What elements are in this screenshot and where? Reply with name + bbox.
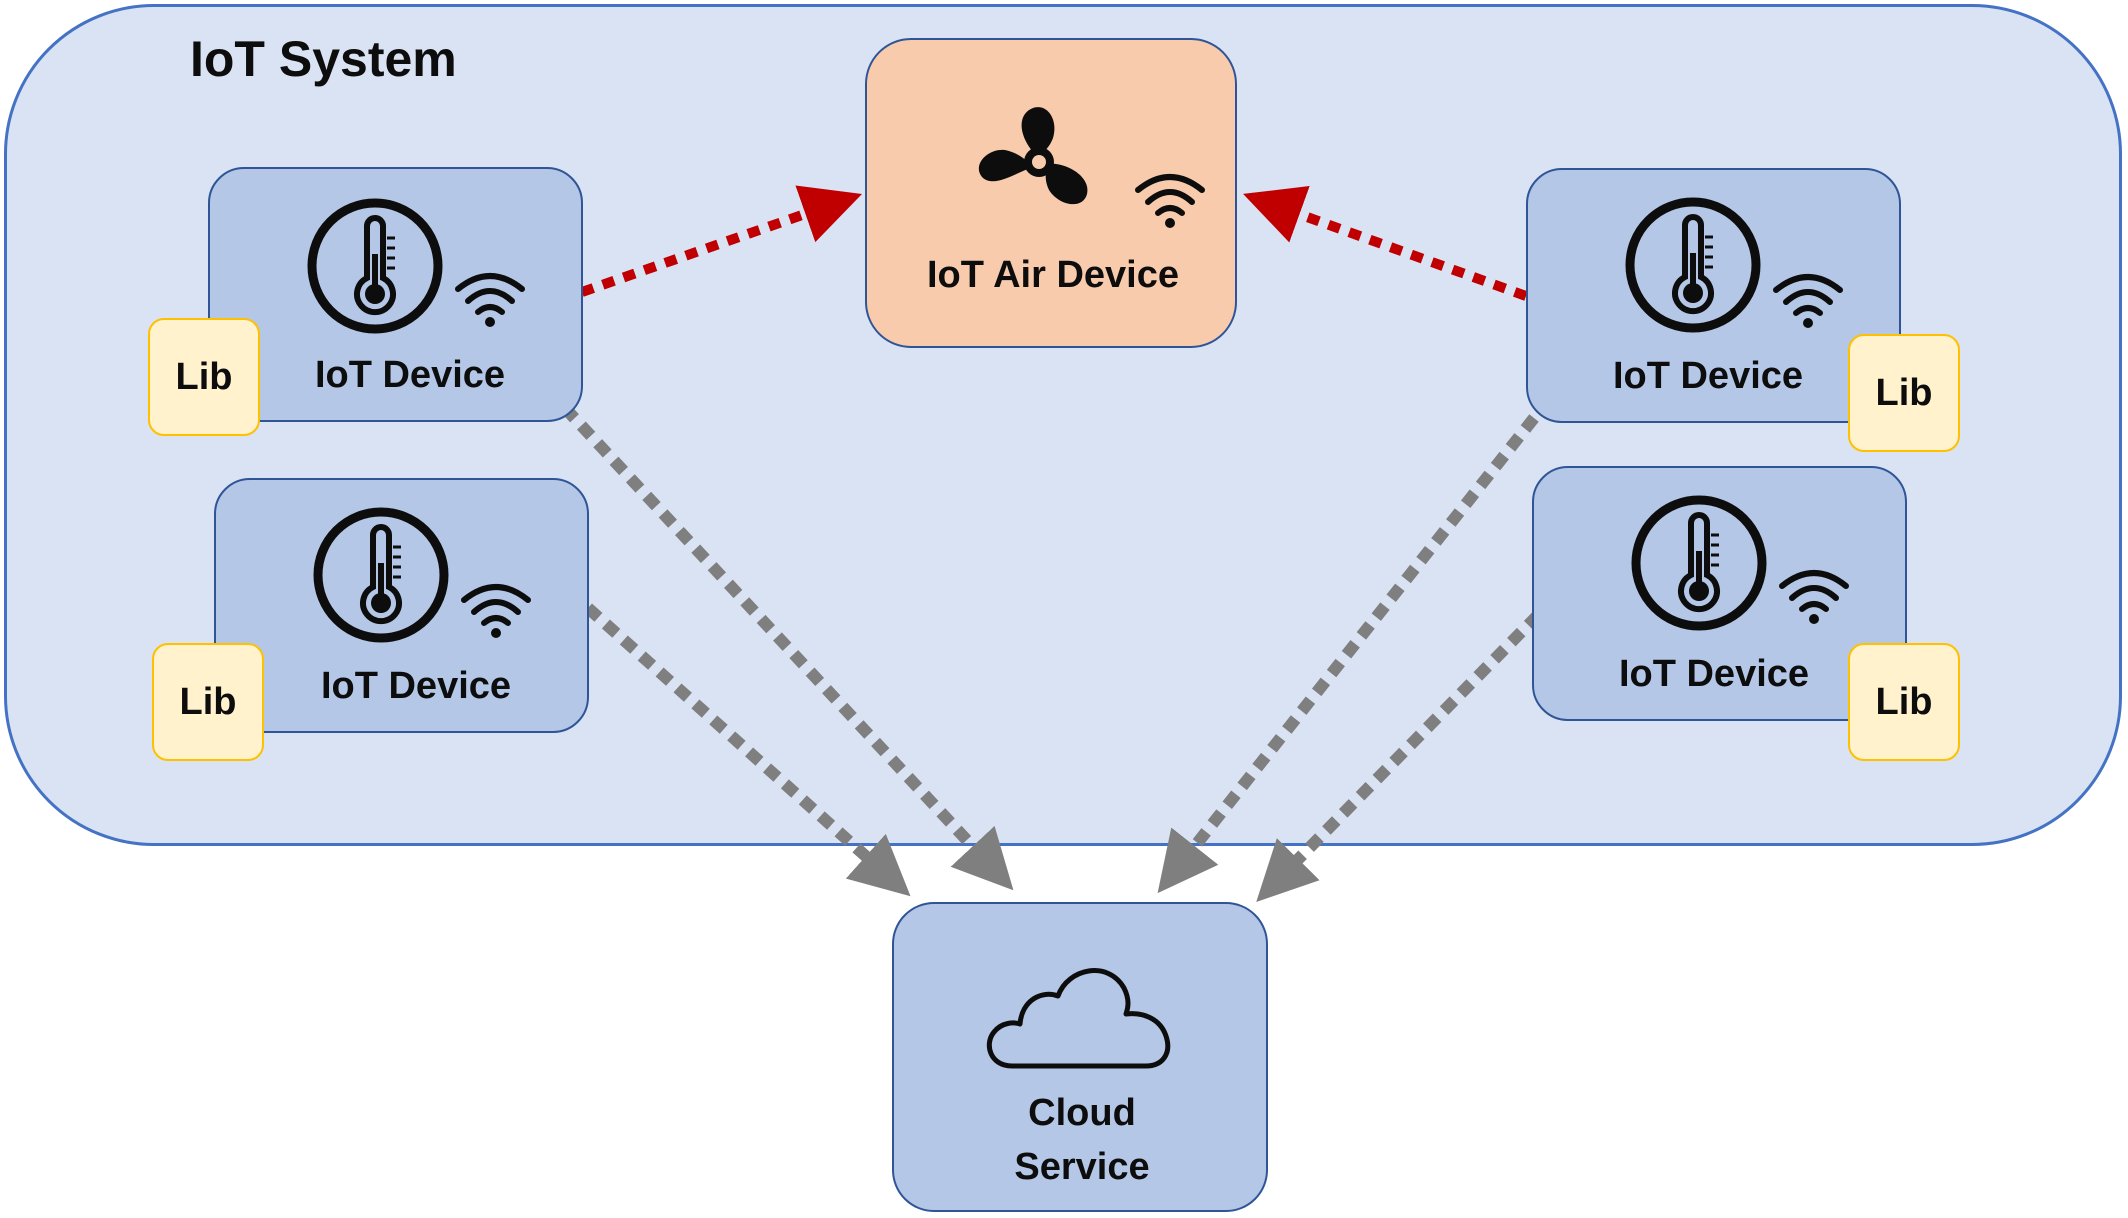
iot-device-1: IoT Device [208,167,583,422]
iot-device-2: IoT Device [214,478,589,733]
device-label: IoT Device [1612,355,1804,397]
lib-badge: Lib [1848,643,1960,761]
cloud-label-line1: Cloud [1028,1092,1136,1134]
fan-icon [978,107,1088,205]
wifi-icon [455,273,525,327]
arrow-device1-to-cloud [560,403,1014,891]
lib-badge: Lib [148,318,260,436]
arrow-device4-to-cloud [1256,610,1543,902]
arrow-device3-to-air [1243,186,1528,301]
thermometer-icon [307,198,443,334]
thermometer-icon [1625,197,1761,333]
device-label: IoT Device [314,354,506,396]
arrow-device2-to-cloud [584,603,911,897]
cloud-label-line2: Service [1014,1146,1150,1188]
arrow-device1-to-air [580,185,862,297]
device-label: IoT Device [320,665,512,707]
thermometer-icon [313,507,449,643]
arrow-device3-to-cloud [1157,414,1539,894]
cloud-icon [987,968,1171,1069]
wifi-icon [1135,174,1205,228]
wifi-icon [1779,570,1849,624]
iot-device-3: IoT Device [1526,168,1901,423]
cloud-service: Cloud Service [892,902,1268,1212]
wifi-icon [461,584,531,638]
lib-badge: Lib [152,643,264,761]
system-title: IoT System [190,31,457,87]
air-device-label: IoT Air Device [926,254,1179,296]
device-label: IoT Device [1618,653,1810,695]
thermometer-icon [1631,495,1767,631]
wifi-icon [1773,274,1843,328]
lib-badge: Lib [1848,334,1960,452]
iot-device-4: IoT Device [1532,466,1907,721]
iot-air-device: IoT Air Device [865,38,1237,348]
